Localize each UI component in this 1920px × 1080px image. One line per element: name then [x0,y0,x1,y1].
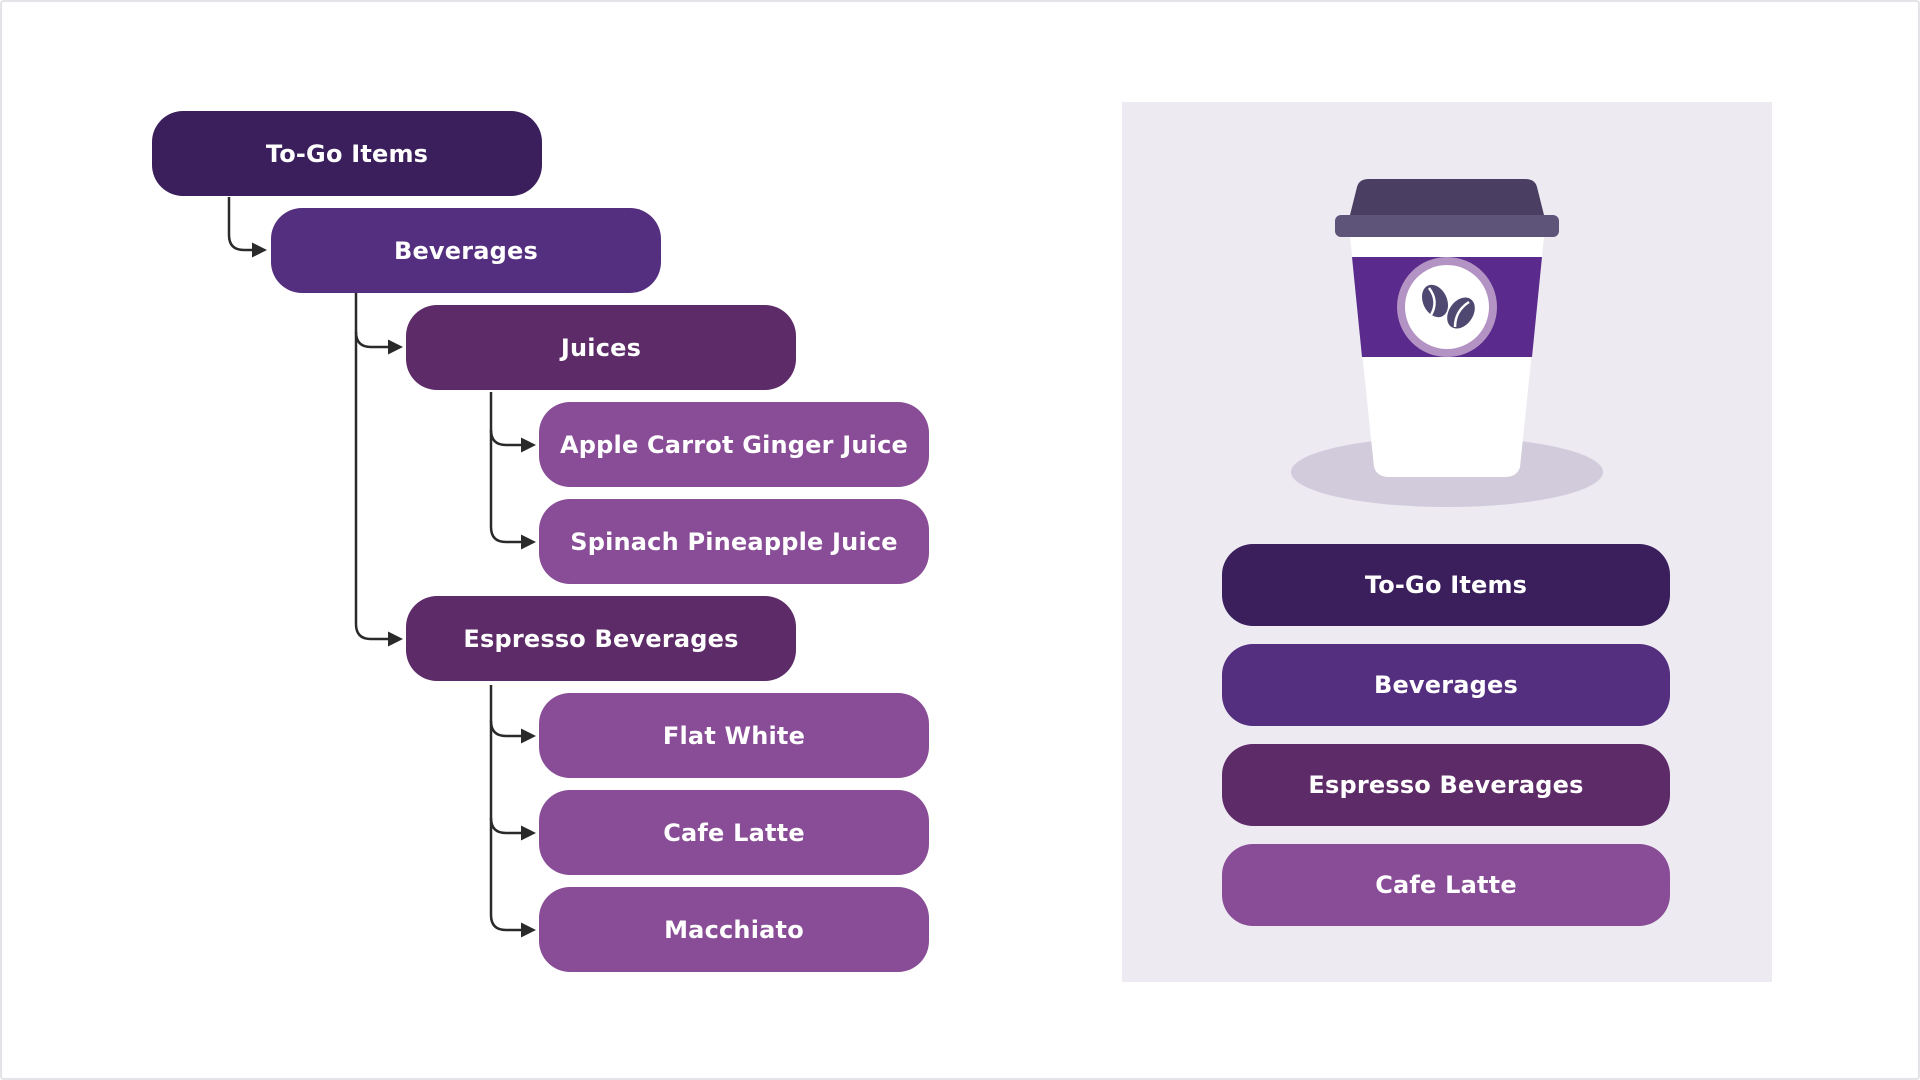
node-cafe-latte: Cafe Latte [539,790,929,875]
coffee-cup-icon [1291,179,1603,507]
connector-juices-apple [489,392,536,453]
node-macchiato: Macchiato [539,887,929,972]
breadcrumb-panel: To-Go Items Beverages Espresso Beverages… [1122,102,1772,982]
connector-espresso-flatwhite [489,685,536,744]
path-espresso-beverages: Espresso Beverages [1222,744,1670,826]
connector-espresso-cafelatte [489,721,536,841]
node-apple-carrot-ginger-juice: Apple Carrot Ginger Juice [539,402,929,487]
node-to-go-items: To-Go Items [152,111,542,196]
connector-juices-spinach [489,430,536,550]
path-beverages: Beverages [1222,644,1670,726]
connector-espresso-macchiato [489,818,536,938]
connector-beverages-espresso [354,332,403,647]
node-juices: Juices [406,305,796,390]
path-cafe-latte: Cafe Latte [1222,844,1670,926]
node-flat-white: Flat White [539,693,929,778]
node-spinach-pineapple-juice: Spinach Pineapple Juice [539,499,929,584]
connector-root-beverages [227,197,267,258]
path-to-go-items: To-Go Items [1222,544,1670,626]
node-beverages: Beverages [271,208,661,293]
node-espresso-beverages: Espresso Beverages [406,596,796,681]
connector-beverages-juices [354,293,403,355]
